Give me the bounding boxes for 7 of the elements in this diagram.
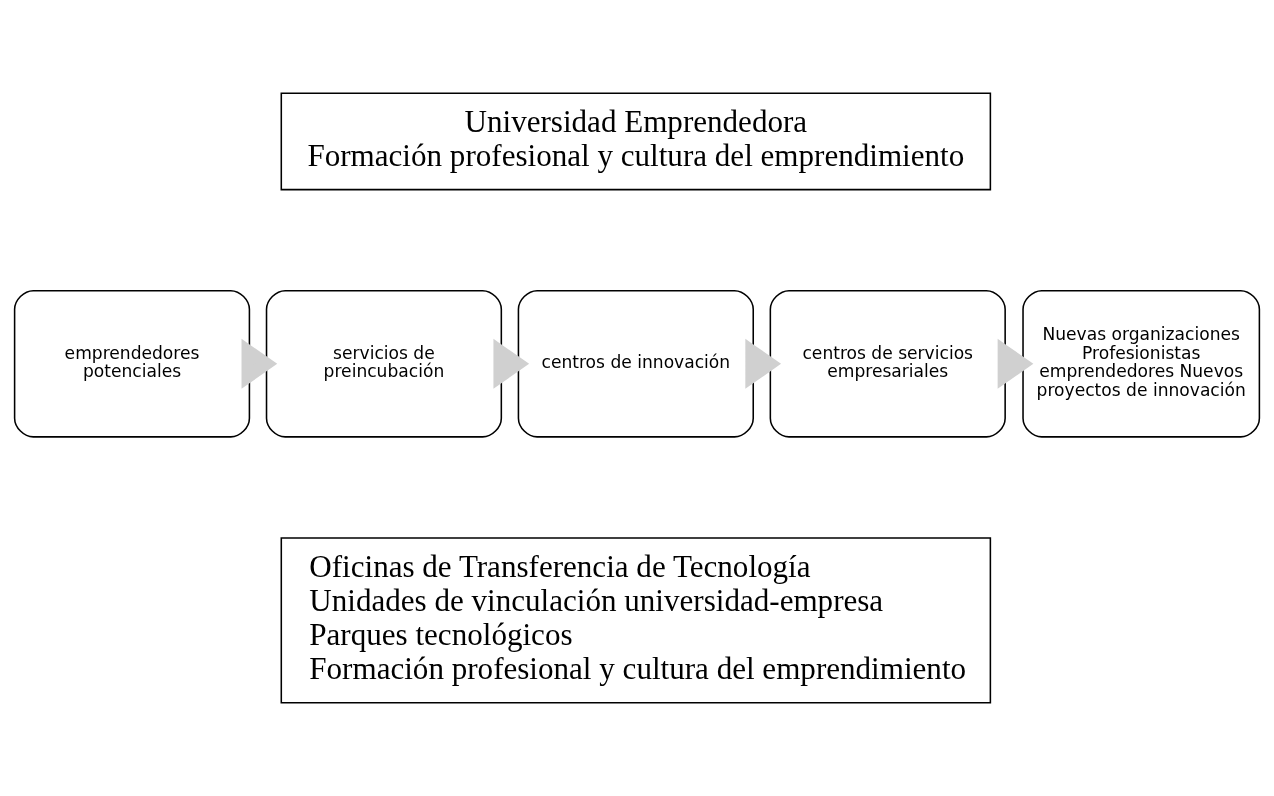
- arrow: [241, 338, 278, 389]
- arrow: [997, 338, 1034, 389]
- node-box: Universidad Emprendedora Formación profesional y cultura del emprendimiento: [280, 92, 992, 191]
- arrow: [745, 338, 782, 389]
- node-box: Nuevas organizaciones Profesionistas emprendedores Nuevos proyectos de innovación: [1022, 289, 1261, 438]
- arrow: [493, 338, 530, 389]
- node-box: Oficinas de Transferencia de Tecnología Unidades de vinculación universidad-empresa Parques tecnológicos Formación profesional y cultura del emprendimiento: [280, 537, 992, 704]
